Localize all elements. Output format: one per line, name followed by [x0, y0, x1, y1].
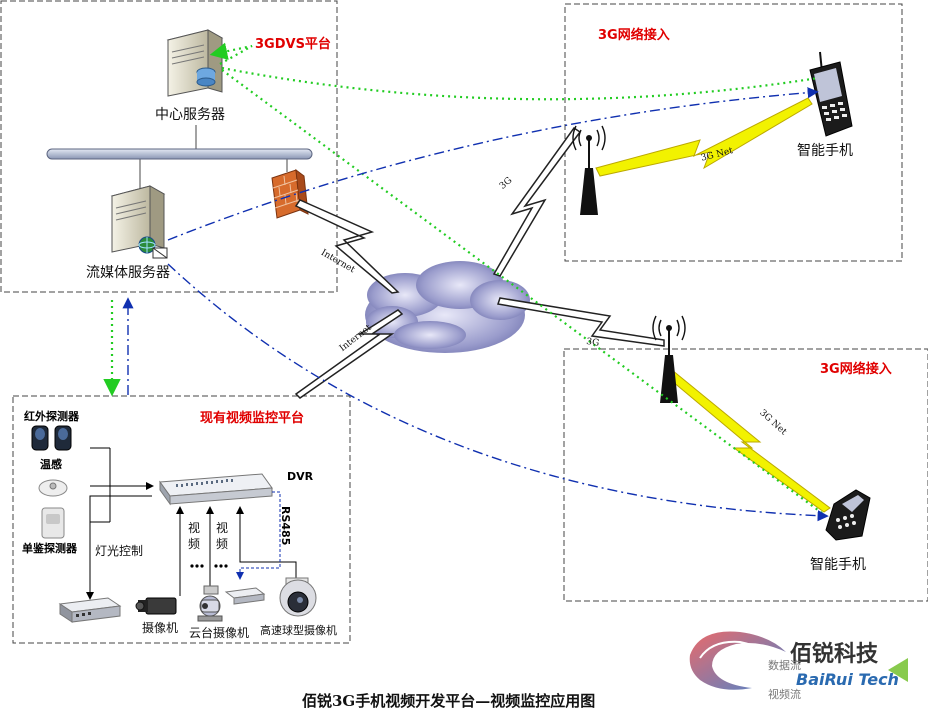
legend-video-stream: 视频流 [768, 688, 801, 701]
streaming-server-icon [110, 185, 168, 259]
data-flow-central-to-phone-lower [221, 69, 827, 517]
more-channels-dots [190, 564, 228, 568]
diagram-caption: 佰锐3G手机视频开发平台—视频监控应用图 [302, 692, 596, 710]
temperature-sensor-label: 温感 [40, 458, 62, 471]
phone-lower-label: 智能手机 [810, 557, 866, 573]
dvr-label: DVR [287, 470, 314, 483]
temperature-sensor-icon [38, 479, 68, 497]
speed-dome-camera-icon [279, 577, 317, 617]
network-bus [46, 148, 313, 160]
internet-link-upper [294, 199, 400, 294]
zone-title-access-top: 3G网络接入 [598, 28, 670, 43]
ptz-camera-label: 云台摄像机 [189, 626, 250, 640]
light-control-label: 灯光控制 [95, 544, 144, 558]
data-flow-central-to-phone-upper [221, 66, 819, 101]
zone-title-3gdvs: 3GDVS平台 [255, 37, 331, 52]
central-server-icon [166, 29, 224, 97]
bairui-logo-icon [689, 631, 908, 690]
internet-link-lower [294, 309, 404, 399]
phone-upper-label: 智能手机 [797, 143, 853, 159]
decoder-box-icon [224, 587, 266, 605]
antenna-tower-upper-icon [572, 125, 606, 215]
logo-text-cn: 佰锐科技 [790, 642, 879, 667]
antenna-tower-lower-icon [652, 315, 686, 403]
infrared-detector-icon [31, 425, 72, 451]
3g-net-link-upper [595, 97, 813, 177]
speed-dome-camera-label: 高速球型摄像机 [260, 624, 337, 637]
zone-monitor-platform [12, 395, 351, 644]
ptz-camera-icon [197, 585, 223, 622]
3g-label-lower: 3G [585, 337, 600, 349]
central-server-label: 中心服务器 [155, 107, 225, 123]
smartphone-upper-icon [809, 51, 853, 137]
zone-3gdvs-platform [0, 0, 338, 293]
single-detector-icon [41, 507, 65, 539]
firewall-icon [271, 168, 309, 219]
rs485-label: RS485 [279, 506, 292, 546]
single-detector-label: 单鉴探测器 [22, 542, 77, 555]
internet-cloud-icon [365, 261, 530, 353]
video-flow-streaming-to-phone-upper [167, 87, 819, 241]
zone-3g-access-bottom [563, 348, 928, 602]
zone-title-monitor: 现有视频监控平台 [200, 411, 305, 426]
legend-data-stream: 数据流 [768, 659, 801, 672]
3g-link-lower [497, 297, 665, 347]
video-channel-2-label: 视频 [216, 521, 229, 551]
3g-link-upper [492, 126, 582, 277]
smartphone-lower-icon [825, 489, 871, 541]
3g-net-link-lower [665, 369, 831, 513]
logo-text-en: BaiRui Tech [796, 670, 899, 689]
light-control-box-icon [58, 597, 122, 623]
data-flow-central-down [209, 42, 253, 65]
dvr-device-icon [159, 473, 273, 506]
video-flow-streaming-to-phone-lower [167, 263, 829, 522]
infrared-detector-label: 红外探测器 [24, 410, 79, 423]
zone-title-access-bottom: 3G网络接入 [820, 362, 892, 377]
box-camera-icon [135, 597, 177, 615]
video-channel-1-label: 视频 [188, 521, 201, 551]
streaming-server-label: 流媒体服务器 [86, 265, 170, 281]
box-camera-label: 摄像机 [142, 621, 179, 635]
